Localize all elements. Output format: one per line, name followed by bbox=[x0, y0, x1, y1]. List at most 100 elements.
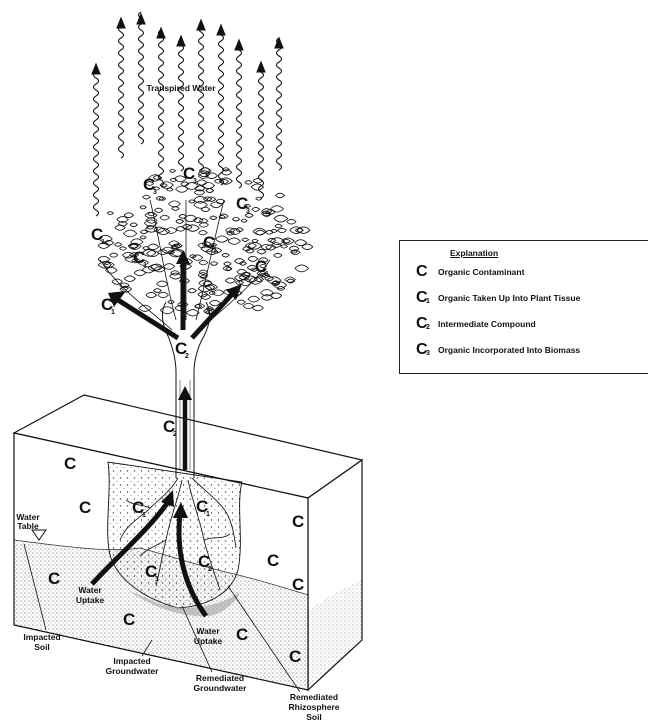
c-subscript: 1 bbox=[143, 262, 147, 269]
leaf bbox=[244, 213, 254, 218]
leaf bbox=[209, 299, 221, 307]
leaf bbox=[262, 212, 272, 217]
leaf bbox=[189, 254, 197, 259]
leaf bbox=[129, 222, 138, 228]
leaf bbox=[286, 278, 296, 284]
leaf bbox=[123, 212, 135, 218]
leaf bbox=[197, 242, 209, 249]
leaf bbox=[146, 224, 155, 230]
leaf bbox=[148, 174, 163, 182]
contaminant-c: C bbox=[292, 575, 304, 594]
leaf bbox=[225, 277, 236, 284]
leaf bbox=[210, 247, 223, 254]
leaf bbox=[197, 291, 209, 298]
legend-text: Intermediate Compound bbox=[438, 319, 536, 329]
leaf bbox=[245, 248, 255, 254]
leaf bbox=[205, 248, 219, 255]
leaf bbox=[255, 196, 263, 201]
leaf bbox=[273, 281, 288, 289]
leaf bbox=[277, 227, 287, 234]
wavy-arrow bbox=[217, 28, 225, 186]
leaf bbox=[210, 261, 219, 266]
leaf bbox=[200, 293, 212, 300]
wavy-arrow-head bbox=[91, 62, 101, 75]
c-subscript: 3 bbox=[246, 208, 250, 215]
leaf bbox=[193, 196, 208, 204]
wavy-arrow-head bbox=[156, 26, 166, 39]
leaf bbox=[116, 216, 129, 223]
c-subscript: 1 bbox=[111, 309, 115, 316]
leaf bbox=[170, 245, 179, 250]
c-subscript: 1 bbox=[142, 512, 146, 519]
wavy-arrow bbox=[197, 25, 205, 171]
leaf bbox=[273, 252, 283, 258]
leaf bbox=[156, 280, 169, 288]
leaf bbox=[153, 266, 166, 273]
leaf bbox=[144, 225, 159, 233]
leaf bbox=[261, 208, 273, 215]
legend-text: Organic Incorporated Into Biomass bbox=[438, 345, 581, 355]
subscript-c: C bbox=[175, 339, 187, 358]
legend-text: Organic Taken Up Into Plant Tissue bbox=[438, 293, 581, 303]
leaf bbox=[243, 203, 252, 208]
contaminant-c: C bbox=[236, 625, 248, 644]
leaf bbox=[203, 196, 213, 202]
uptake-arrows-canopy bbox=[108, 250, 242, 470]
leaf bbox=[240, 271, 251, 278]
roots bbox=[119, 477, 237, 591]
leaf bbox=[145, 181, 155, 186]
leaf bbox=[145, 292, 158, 299]
water-uptake-left-label: Water bbox=[78, 585, 102, 595]
legend-text: Organic Contaminant bbox=[438, 267, 525, 277]
legend-symbol: C bbox=[416, 263, 428, 280]
leaf bbox=[168, 240, 181, 247]
leaf bbox=[175, 185, 189, 193]
leaf bbox=[193, 201, 208, 209]
remediated-rhizosphere-label: Remediated bbox=[290, 692, 338, 702]
wavy-arrow bbox=[177, 38, 185, 172]
soil-block bbox=[12, 394, 364, 692]
leaf bbox=[294, 264, 310, 273]
subscript-c: C bbox=[183, 164, 195, 183]
leaf bbox=[197, 284, 213, 293]
leaf bbox=[201, 241, 212, 247]
leaf bbox=[123, 275, 136, 282]
leaf bbox=[276, 285, 286, 291]
impacted-soil-label: Soil bbox=[34, 642, 50, 652]
water-table-label: Table bbox=[17, 521, 39, 531]
leaf bbox=[169, 168, 177, 173]
leaf bbox=[248, 276, 263, 285]
leaf bbox=[147, 212, 156, 217]
leaf bbox=[294, 227, 304, 233]
leaf bbox=[228, 228, 242, 235]
leaf bbox=[236, 299, 246, 305]
leaf bbox=[153, 288, 162, 293]
wavy-arrow-head bbox=[216, 23, 226, 36]
leaf bbox=[163, 263, 176, 270]
leaf bbox=[252, 304, 264, 312]
leaf bbox=[131, 258, 141, 264]
remediated-groundwater-label: Groundwater bbox=[194, 683, 248, 693]
leaf bbox=[232, 216, 241, 222]
leaf bbox=[106, 211, 114, 216]
wavy-arrow-head bbox=[196, 18, 206, 31]
impacted-soil-label: Impacted bbox=[23, 632, 60, 642]
contaminant-c: C bbox=[48, 569, 60, 588]
leaf bbox=[270, 292, 283, 299]
subscript-c: C bbox=[236, 194, 248, 213]
leaf bbox=[252, 178, 263, 184]
leaf bbox=[123, 229, 138, 238]
leaf bbox=[153, 186, 161, 191]
leaf bbox=[160, 183, 168, 188]
subscript-c: C bbox=[255, 257, 267, 276]
leaf bbox=[227, 237, 241, 245]
leaf bbox=[199, 274, 208, 279]
leaf bbox=[235, 227, 244, 232]
legend-item: C Organic Contaminant bbox=[416, 263, 524, 281]
wavy-arrow-head bbox=[116, 16, 126, 29]
